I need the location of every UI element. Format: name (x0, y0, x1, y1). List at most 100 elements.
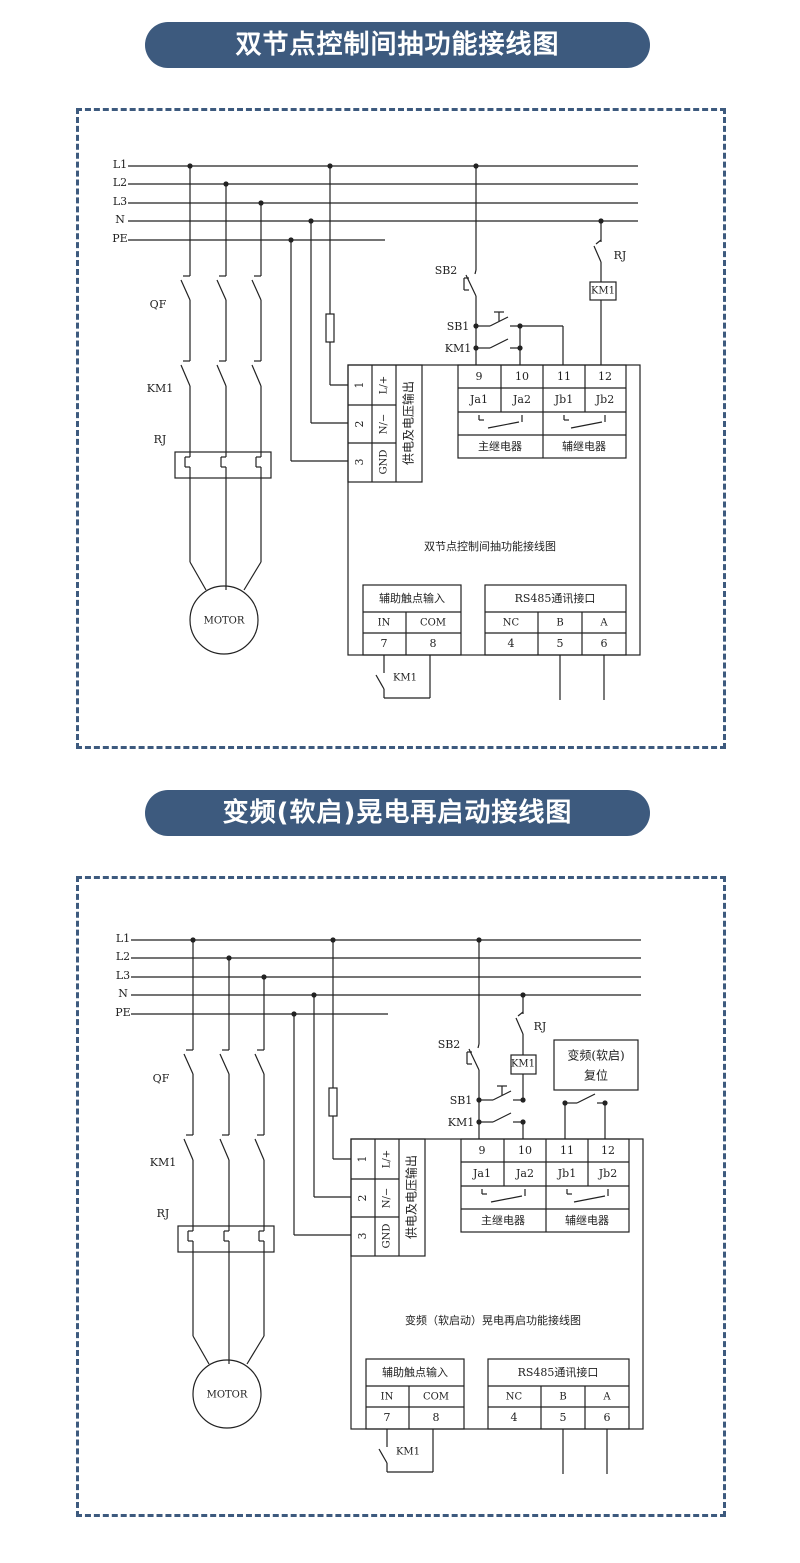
km1-coil (589, 281, 617, 301)
section-2-heading: 变频(软启)晃电再启动接线图 (145, 790, 650, 836)
qf-contact (251, 279, 262, 301)
rs485-title: RS485通讯接口 (515, 592, 596, 605)
terminal-num: 5 (557, 637, 564, 650)
motor-label: MOTOR (207, 1390, 248, 1401)
contact-blade (492, 1090, 512, 1101)
aux-input-block (362, 584, 462, 656)
terminal-label: Ja1 (472, 1167, 491, 1180)
rj-contact (515, 1017, 524, 1035)
terminal-label: Ja2 (512, 393, 531, 406)
terminal-num: 4 (511, 1411, 518, 1424)
reset-box-line-2: 复位 (584, 1068, 608, 1083)
sb2 (477, 1043, 480, 1049)
section-2-frame (76, 876, 726, 1517)
sb2-label: SB2 (435, 264, 458, 277)
rj-contact-label: RJ (534, 1020, 547, 1033)
qf-contact (219, 1053, 230, 1075)
qf-contact (216, 279, 227, 301)
km1-label: KM1 (150, 1156, 176, 1169)
bus-label-3: N (118, 987, 128, 1000)
qf-contact (254, 1053, 265, 1075)
motor-circle (192, 1359, 262, 1429)
rs485-title: RS485通讯接口 (518, 1366, 599, 1379)
terminal-label: N/− (382, 1188, 393, 1209)
terminal-num: 11 (560, 1144, 574, 1157)
km1-label: KM1 (147, 382, 173, 395)
km1-contact (254, 1138, 265, 1161)
terminal-label: Ja2 (515, 1167, 534, 1180)
terminal-num: 5 (560, 1411, 567, 1424)
terminal-num: 7 (384, 1411, 391, 1424)
motor-circle (189, 585, 259, 655)
rj-box (177, 1225, 275, 1253)
rs485-name: A (602, 1392, 611, 1403)
qf-label: QF (153, 1072, 170, 1085)
sb2 (474, 269, 477, 275)
terminal-num: 7 (381, 637, 388, 650)
junction-dot (473, 323, 479, 329)
aux-input-name: COM (420, 618, 446, 629)
sb2-label: SB2 (438, 1038, 461, 1051)
aux-input-name: IN (378, 618, 391, 629)
rs485-name: NC (506, 1392, 523, 1403)
motor-wire (189, 561, 207, 591)
rs485-block (487, 1358, 630, 1430)
km1-contact (216, 364, 227, 387)
bus-label-1: L2 (113, 176, 127, 189)
terminal-label: GND (379, 450, 390, 475)
power-terminal-block (350, 1138, 426, 1257)
rs485-name: NC (503, 618, 520, 629)
sb1-label: SB1 (447, 320, 470, 333)
junction-dot (476, 1119, 482, 1125)
terminal-label: L/+ (379, 376, 390, 394)
bus-label-0: L1 (113, 158, 127, 171)
fuse (325, 313, 335, 343)
reset-box-line-1: 变频(软启) (567, 1048, 624, 1063)
aux-input-block (365, 1358, 465, 1430)
km1-contact (219, 1138, 230, 1161)
terminal-num: 12 (598, 370, 612, 383)
rj-contact (517, 1011, 524, 1017)
terminal-num: 1 (356, 1156, 369, 1163)
aux-input-name: IN (381, 1392, 394, 1403)
rj-label: RJ (154, 433, 167, 446)
motor-label: MOTOR (204, 616, 245, 627)
terminal-label: L/+ (382, 1150, 393, 1168)
rj-contact-label: RJ (614, 249, 627, 262)
bus-label-1: L2 (116, 950, 130, 963)
bus-label-4: PE (112, 232, 127, 245)
contact-blade (489, 316, 509, 327)
aux-input-title: 辅助触点输入 (382, 1365, 448, 1379)
fuse (328, 1087, 338, 1117)
diagram-title: 双节点控制间抽功能接线图 (424, 539, 556, 553)
terminal-num: 3 (353, 459, 366, 466)
rj-contact (593, 245, 602, 263)
diagram-title: 变频（软启动）晃电再启功能接线图 (405, 1313, 581, 1327)
qf-contact (183, 1053, 194, 1075)
terminal-num: 10 (515, 370, 529, 383)
contact-blade (576, 1093, 596, 1104)
relay-contact (490, 1195, 523, 1203)
km1-hold-label: KM1 (445, 342, 471, 355)
power-output-label: 供电及电压输出 (404, 1155, 419, 1239)
power-terminal-block (347, 364, 423, 483)
qf-label: QF (150, 298, 167, 311)
terminal-label: Jb2 (595, 393, 614, 406)
reset-box (553, 1039, 639, 1091)
contact-blade (489, 338, 509, 349)
relay-contact (570, 421, 603, 429)
terminal-num: 11 (557, 370, 571, 383)
bus-label-3: N (115, 213, 125, 226)
terminal-num: 6 (601, 637, 608, 650)
km1-coil-label: KM1 (591, 286, 615, 297)
power-output-label: 供电及电压输出 (401, 381, 416, 465)
terminal-num: 12 (601, 1144, 615, 1157)
terminal-num: 9 (476, 370, 483, 383)
km1-contact (251, 364, 262, 387)
rs485-name: B (559, 1392, 566, 1403)
km1-contact (180, 364, 191, 387)
km1-coil-label: KM1 (511, 1059, 535, 1070)
rj-label: RJ (157, 1207, 170, 1220)
